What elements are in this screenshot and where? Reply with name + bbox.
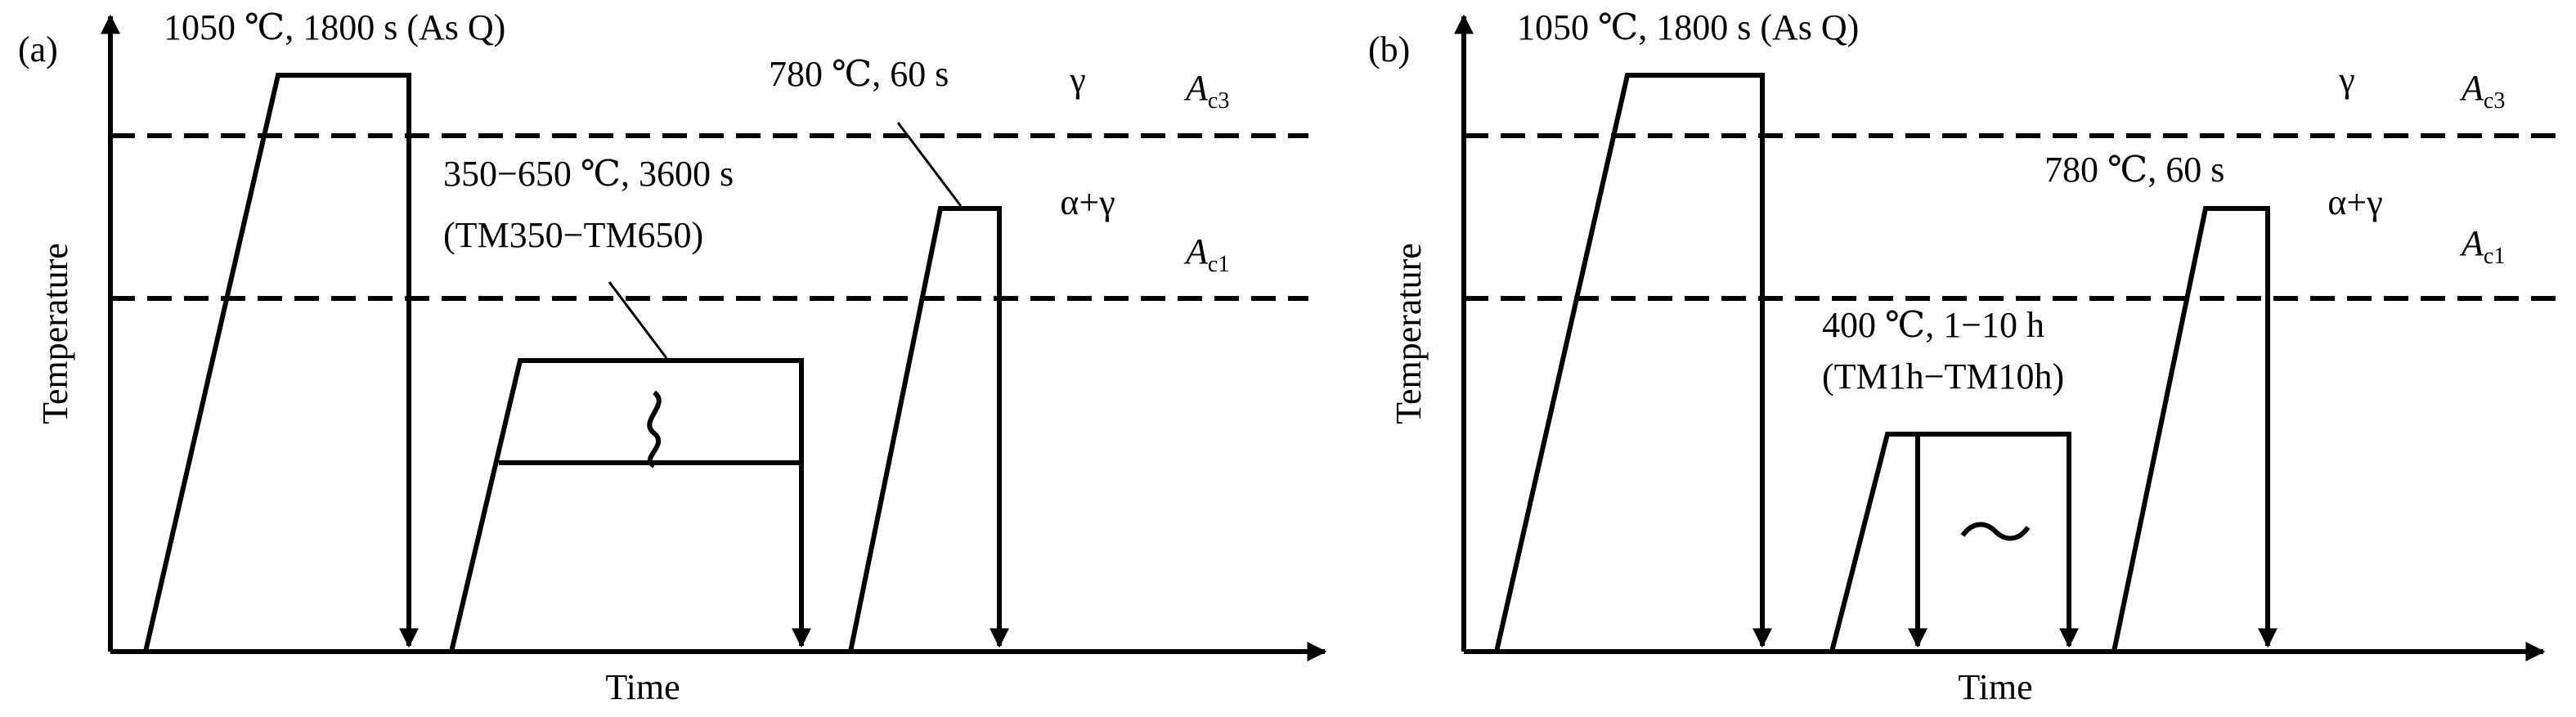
panel-b-y-label: Temperature bbox=[1389, 243, 1429, 424]
panel-b-tag: (b) bbox=[1368, 29, 1410, 69]
panel-a-phase-gamma: γ bbox=[1069, 60, 1085, 100]
panel-a-range-tilde bbox=[647, 390, 662, 468]
panel-b-austenitize-path bbox=[1494, 73, 1765, 652]
panel-a-intercritical-leader bbox=[896, 122, 963, 207]
panel-a: (a) Temperature Time γ α+γ Ac3 Ac1 1050 … bbox=[18, 7, 1327, 707]
panel-b-phase-gamma: γ bbox=[2338, 60, 2354, 100]
panel-b-temper-label-2: (TM1h−TM10h) bbox=[1822, 356, 2064, 397]
panel-a-y-label: Temperature bbox=[35, 243, 75, 424]
panel-a-x-label: Time bbox=[605, 667, 680, 707]
panel-b-x-label: Time bbox=[1958, 667, 2032, 707]
panel-b-intercritical-label: 780 ℃, 60 s bbox=[2044, 150, 2224, 190]
panel-a-phase-alpha-gamma: α+γ bbox=[1060, 182, 1115, 222]
panel-a-austenitize-label: 1050 ℃, 1800 s (As Q) bbox=[164, 7, 505, 47]
panel-b-temper-label-1: 400 ℃, 1−10 h bbox=[1822, 305, 2044, 345]
panel-a-temper-label-2: (TM350−TM650) bbox=[443, 215, 703, 255]
panel-a-austenitize-path bbox=[143, 73, 411, 652]
panel-b-ac1-label: Ac1 bbox=[2459, 223, 2505, 269]
panel-b-range-tilde bbox=[1960, 522, 2031, 541]
panel-a-ac3-label: Ac3 bbox=[1183, 68, 1229, 114]
panel-b-phase-alpha-gamma: α+γ bbox=[2327, 182, 2382, 222]
panel-a-temper-path bbox=[449, 358, 804, 652]
panel-a-intercritical-label: 780 ℃, 60 s bbox=[769, 54, 949, 94]
panel-b-austenitize-label: 1050 ℃, 1800 s (As Q) bbox=[1517, 7, 1859, 47]
panel-b-temper-path bbox=[1829, 432, 2071, 652]
panel-b-ac3-label: Ac3 bbox=[2459, 68, 2505, 114]
panel-b: (b) Temperature Time γ α+γ Ac3 Ac1 1050 … bbox=[1368, 7, 2556, 707]
panel-b-intercritical-path bbox=[2112, 206, 2270, 652]
panel-a-tag: (a) bbox=[18, 29, 58, 69]
panel-a-temper-label-1: 350−650 ℃, 3600 s bbox=[443, 154, 734, 194]
panel-a-ac1-label: Ac1 bbox=[1183, 231, 1229, 277]
panel-a-temper-leader bbox=[608, 281, 668, 359]
panel-a-intercritical-path bbox=[848, 206, 1002, 652]
